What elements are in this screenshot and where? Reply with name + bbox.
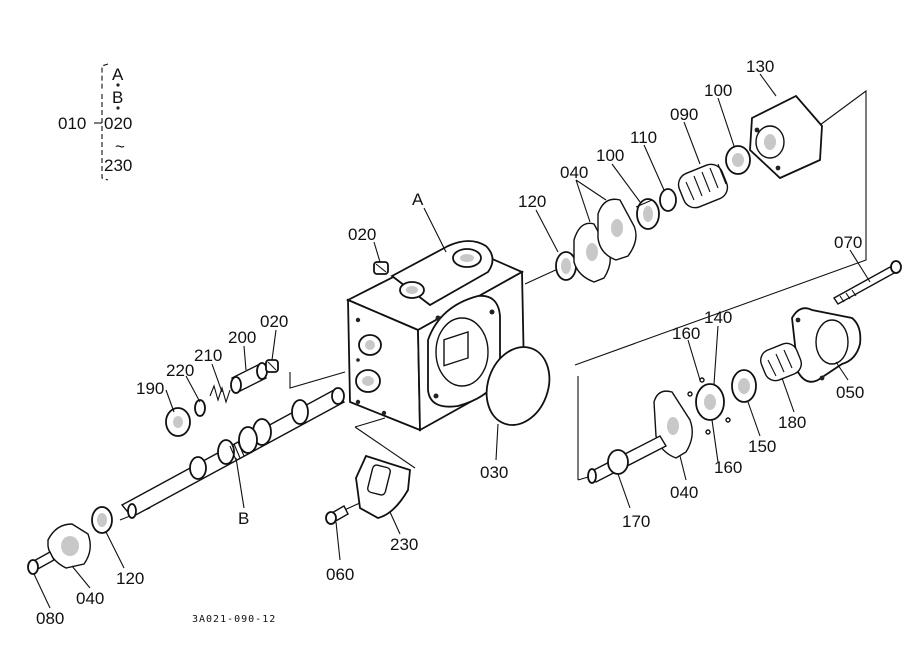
bolt-070 [832,260,902,305]
callout-B: B [238,509,249,528]
retainer-140 [687,377,731,435]
o-ring-220 [194,399,206,417]
callout-180: 180 [778,413,806,432]
legend-range-end: 230 [104,156,132,175]
plug-020-right [265,359,279,373]
callout-170: 170 [622,512,650,531]
callout-070: 070 [834,233,862,252]
callout-080: 080 [36,609,64,628]
spring-090 [677,163,729,209]
plug-020-top [373,261,389,275]
callout-090: 090 [670,105,698,124]
plug-190 [165,407,191,437]
spool-shaft [120,387,346,519]
spring-210 [209,384,231,404]
callout-190: 190 [136,379,164,398]
callout-020-lower: 020 [260,312,288,331]
gasket-040-left [47,523,91,569]
sleeve-150 [731,369,757,403]
callout-A: A [412,190,424,209]
poppet-200 [230,362,268,394]
stem-170 [587,435,667,484]
cover-050 [791,307,862,383]
legend-bracket: A B 010 020 ~ 230 [58,63,132,181]
gaskets-040-top [573,198,637,283]
cap-130 [749,94,823,180]
callout-150: 150 [748,437,776,456]
callout-040-left: 040 [76,589,104,608]
callout-040-lower: 040 [670,483,698,502]
callout-100-upper: 100 [704,81,732,100]
callout-030: 030 [480,463,508,482]
callout-230: 230 [390,535,418,554]
callout-210: 210 [194,346,222,365]
washer-100-high [725,145,751,175]
callout-120-upper: 120 [518,192,546,211]
callout-160-lower: 160 [714,458,742,477]
callout-050: 050 [836,383,864,402]
callout-130: 130 [746,57,774,76]
callout-140: 140 [704,308,732,327]
callout-160-upper: 160 [672,324,700,343]
legend-range-first: 020 [104,114,132,133]
callout-110: 110 [630,128,657,147]
callout-200: 200 [228,328,256,347]
callout-040-upper: 040 [560,163,588,182]
ring-110 [659,188,677,212]
callout-120-lower: 120 [116,569,144,588]
screw-080 [27,551,55,575]
callout-labels: 130 100 090 110 100 040 120 A 020 070 20… [36,57,864,628]
legend-A: A [112,65,124,84]
callout-220: 220 [166,361,194,380]
legend-range-start: 010 [58,114,86,133]
callout-100-lower: 100 [596,146,624,165]
legend-B: B [112,88,123,107]
leader-lines [33,73,871,609]
seal-120-top [555,251,577,281]
legend-tilde: ~ [115,137,125,156]
seal-120-lower [91,506,113,534]
valve-body [345,240,525,432]
callout-020-upper: 020 [348,225,376,244]
drawing-code: 3A021-090-12 [192,614,276,625]
bracket-230 [355,454,411,519]
washer-100-low [635,198,660,230]
screw-060 [325,505,349,525]
callout-060: 060 [326,565,354,584]
o-ring-030 [485,346,551,426]
spring-180 [760,342,802,382]
